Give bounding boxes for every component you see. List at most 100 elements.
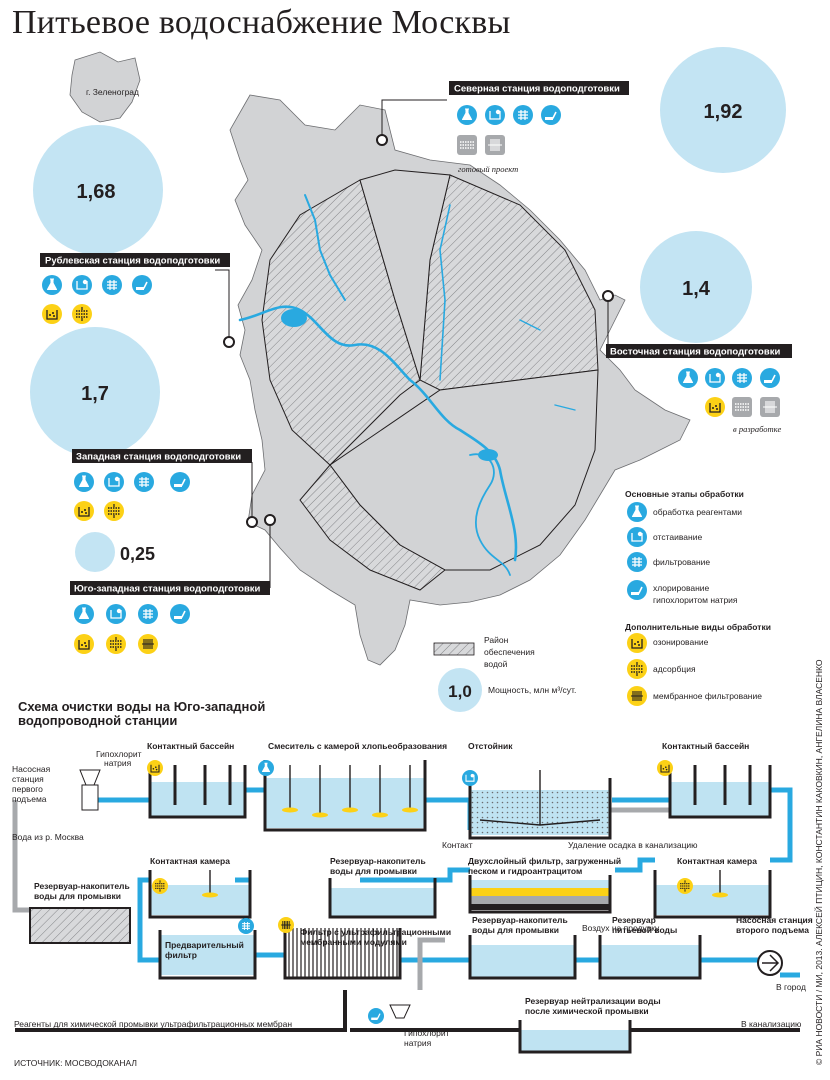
drinking-reservoir	[598, 935, 702, 980]
wash-reservoir-label: воды для промывки	[330, 866, 417, 876]
pump2-label: Насосная станция	[736, 915, 813, 925]
schema-title: Схема очистки воды на Юго-западной	[18, 699, 265, 714]
zelenograd-shape	[69, 51, 141, 123]
prefilter	[158, 918, 257, 980]
capacity-swatch	[438, 668, 482, 712]
pump-station-1	[79, 769, 101, 811]
prefilter-label: Предварительный	[165, 940, 244, 950]
district-label: Район	[484, 635, 509, 645]
reservoir	[281, 309, 307, 327]
wash-reservoir-left	[29, 907, 131, 944]
to-city-label: В город	[776, 982, 806, 992]
legend-main-item: гипохлоритом натрия	[653, 595, 738, 605]
legend-main-item: хлорирование	[653, 583, 710, 593]
district-north	[359, 169, 451, 381]
legend-extra-item: адсорбция	[653, 664, 696, 674]
west-station-name: Западная станция водоподготовки	[76, 452, 241, 463]
district-southwest	[299, 464, 446, 591]
neutral-reservoir	[518, 1020, 632, 1054]
reagents-label: Реагенты для химической промывки ультраф…	[14, 1019, 292, 1029]
district-east	[419, 174, 599, 391]
district-label: обеспечения	[484, 647, 535, 657]
hypo-tank-2	[368, 1004, 411, 1024]
mixer	[258, 760, 427, 832]
page-title: Питьевое водоснабжение Москвы	[12, 4, 511, 41]
contact-chamber-label: Контактная камера	[150, 856, 230, 866]
contact-pool-2-label: Контактный бассейн	[662, 741, 749, 751]
pump1-label: Насосная	[12, 764, 51, 774]
wash-reservoir-3	[468, 935, 577, 980]
wash-reservoir-label: Резервуар-накопитель	[330, 856, 426, 866]
contact-pool-1	[147, 760, 247, 819]
pump1-label: подъема	[12, 794, 47, 804]
north-station-name: Северная станция водоподготовки	[454, 84, 620, 95]
legend-main-item: фильтрование	[653, 557, 710, 567]
east-icons	[678, 368, 780, 417]
credits: © РИА НОВОСТИ / МИ, 2013. АЛЕКСЕЙ ПТИЦИН…	[813, 659, 824, 1065]
pump2-label: второго подъема	[736, 925, 809, 935]
legend-main-item: обработка реагентами	[653, 507, 742, 517]
schema: Схема очистки воды на Юго-западной водоп…	[12, 699, 813, 1068]
southwest-icons	[74, 604, 190, 654]
moscow-map	[69, 51, 691, 666]
east-note: в разработке	[733, 424, 781, 434]
wash-reservoir-middle	[328, 878, 437, 919]
uf-filter-label: Фильтр с ультрафильтрационными	[300, 927, 451, 937]
capacity-label: Мощность, млн м³/сут.	[488, 685, 576, 695]
reagent-pipes	[15, 990, 800, 1032]
drinking-reservoir-label: питьевой воды	[612, 925, 677, 935]
reservoir-2	[478, 449, 498, 461]
neutral-reservoir-label: Резервуар нейтрализации воды	[525, 996, 661, 1006]
river-water-label: Вода из р. Москва	[12, 832, 84, 842]
sludge-label: Удаление осадка в канализацию	[568, 840, 698, 850]
rublevo-capacity: 1,68	[77, 181, 116, 203]
rublevo-station-name: Рублевская станция водоподготовки	[45, 256, 220, 267]
wash-reservoir-left-label: воды для промывки	[34, 891, 121, 901]
legend-main-item: отстаивание	[653, 532, 702, 542]
contact-pool-2	[657, 760, 772, 819]
contact-chamber-2-label: Контактная камера	[677, 856, 757, 866]
settler	[462, 770, 612, 840]
uf-filter-label: мембранными модулями	[300, 937, 407, 947]
to-sewer-label: В канализацию	[741, 1019, 802, 1029]
contact-pool-label: Контактный бассейн	[147, 741, 234, 751]
southwest-capacity: 0,25	[120, 544, 155, 564]
settler-label: Отстойник	[468, 741, 513, 751]
legend-main-title: Основные этапы обработки	[625, 489, 744, 499]
rivers	[238, 194, 576, 576]
north-icons	[457, 105, 561, 155]
contact-chamber-left	[148, 870, 252, 919]
schema-title: водопроводной станции	[18, 713, 177, 728]
rublevo-icons	[42, 275, 152, 324]
west-capacity: 1,7	[81, 383, 109, 405]
prefilter-label: фильтр	[165, 950, 197, 960]
water-pipes	[90, 787, 800, 978]
east-capacity: 1,4	[682, 278, 711, 300]
contact-text: Контакт	[442, 840, 473, 850]
legend-extra-item: мембранное фильтрование	[653, 691, 762, 701]
pump-station-2	[757, 950, 783, 976]
two-layer-filter-label: песком и гидроантрацитом	[468, 866, 582, 876]
capacity-circles: 1,92 1,68 1,4 1,7 0,25	[30, 47, 786, 572]
capacity-sample: 1,0	[448, 682, 472, 701]
east-station-name: Восточная станция водоподготовки	[610, 347, 780, 358]
two-layer-filter-label: Двухслойный фильтр, загруженный	[468, 856, 621, 866]
station-labels: Северная станция водоподготовки Рублевск…	[40, 81, 792, 595]
wash-reservoir-3-label: Резервуар-накопитель	[472, 915, 568, 925]
hypo1-label: натрия	[104, 758, 132, 768]
district-swatch	[433, 642, 475, 656]
hypo1-label: Гипохлорит	[96, 749, 142, 759]
leader-lines	[215, 99, 609, 588]
two-layer-filter	[468, 875, 612, 914]
north-capacity: 1,92	[704, 101, 743, 123]
contact-chamber-right	[653, 870, 772, 919]
west-icons	[74, 472, 190, 521]
pump1-label: станция	[12, 774, 44, 784]
wash-reservoir-3-label: воды для промывки	[472, 925, 559, 935]
legend: Основные этапы обработки обработка реаге…	[433, 489, 771, 712]
hypo2-label: натрия	[404, 1038, 432, 1048]
legend-extra-item: озонирование	[653, 637, 709, 647]
air-blow-label: Воздух на продувку	[582, 923, 660, 933]
mixer-label: Смеситель с камерой хлопьеобразования	[268, 741, 447, 751]
